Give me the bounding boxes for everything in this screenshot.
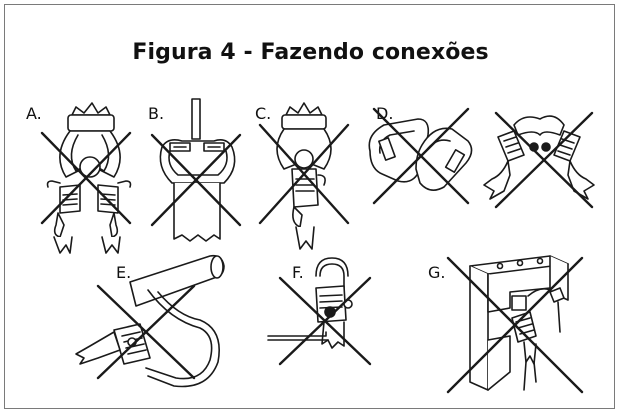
panel-c-illustration <box>256 95 356 255</box>
panel-b-illustration <box>148 95 248 255</box>
panel-f-letter: F. <box>292 263 304 282</box>
panel-g-letter: G. <box>428 263 446 282</box>
panel-d-illustration <box>364 95 604 215</box>
panel-e-illustration <box>70 250 230 390</box>
panel-a-illustration <box>30 95 140 255</box>
panel-g-illustration <box>440 252 590 402</box>
panel-d-letter: D. <box>376 104 394 123</box>
panel-f-illustration <box>266 250 386 390</box>
figure-title: Figura 4 - Fazendo conexões <box>132 40 489 65</box>
panel-c-letter: C. <box>255 104 272 123</box>
panel-b-letter: B. <box>148 104 165 123</box>
panel-a-letter: A. <box>26 104 42 123</box>
panel-e-letter: E. <box>116 263 132 282</box>
